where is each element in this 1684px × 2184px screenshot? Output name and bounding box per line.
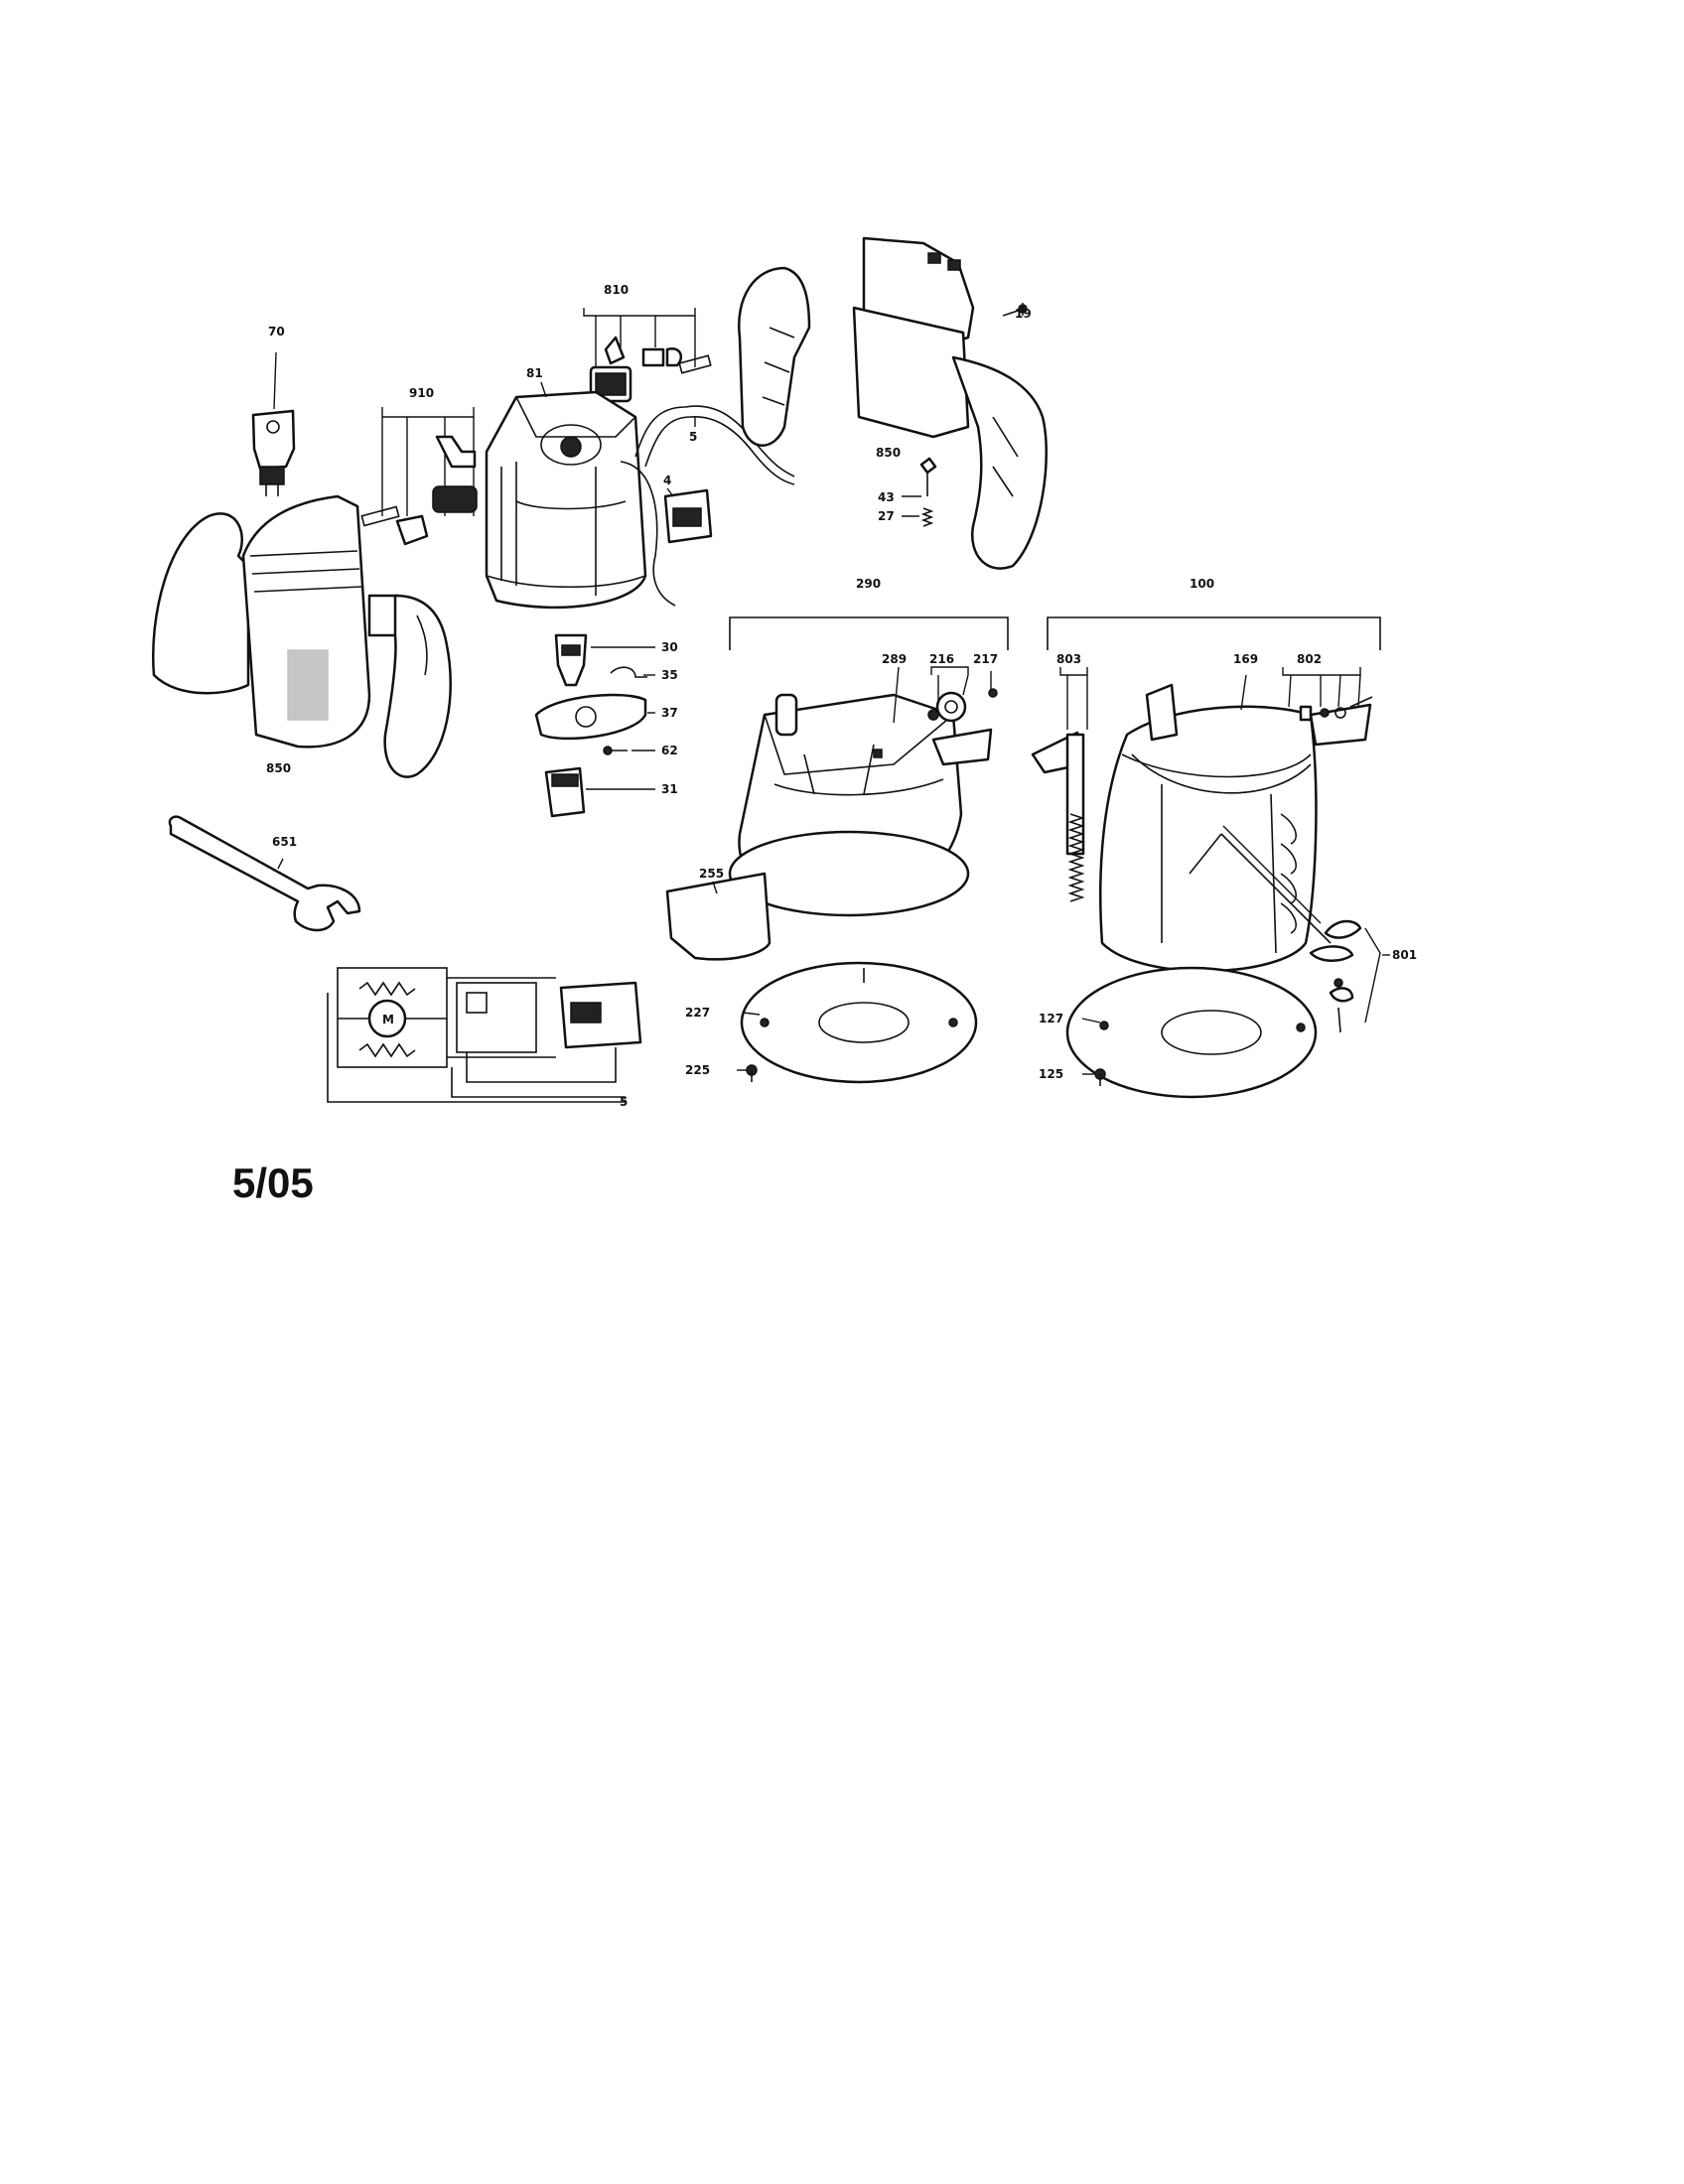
label-wire-5: 5 <box>620 1095 628 1109</box>
switch-part-4 <box>663 487 713 544</box>
label-217: 217 <box>973 652 998 666</box>
knob-part-216 <box>927 666 969 723</box>
brush-assembly-part-910 <box>360 407 478 546</box>
screw-part-225 <box>737 1064 758 1082</box>
label-19: 19 <box>1015 307 1032 321</box>
label-216: 216 <box>929 652 954 666</box>
screw-part-125 <box>1082 1068 1106 1086</box>
revision-date: 5/05 <box>232 1160 314 1206</box>
screw-part-217 <box>988 671 998 698</box>
label-30: 30 <box>661 640 678 654</box>
label-227: 227 <box>685 1006 710 1020</box>
motor-housing-left-part-850 <box>152 494 452 778</box>
label-5: 5 <box>689 430 697 444</box>
label-62: 62 <box>661 744 678 757</box>
latch-part-169 <box>1240 674 1247 711</box>
depth-adjuster-part-803 <box>1031 667 1088 902</box>
label-70: 70 <box>268 325 285 339</box>
label-803: 803 <box>1056 652 1081 666</box>
sub-base-part-127 <box>1065 966 1318 1099</box>
motor-field-part-81 <box>485 381 676 610</box>
wiring-schematic <box>327 967 642 1103</box>
label-802: 802 <box>1297 652 1322 666</box>
brush-assembly-part-810 <box>583 308 712 403</box>
label-31: 31 <box>661 782 678 796</box>
label-289: 289 <box>882 652 907 666</box>
lever-assembly-part-801 <box>1222 825 1390 1033</box>
chip-shield-part-255 <box>665 872 772 961</box>
label-255: 255 <box>699 867 724 881</box>
label-910: 910 <box>409 386 434 400</box>
label-651: 651 <box>272 835 297 849</box>
label-100: 100 <box>1190 577 1214 591</box>
depth-rod-part-289 <box>893 666 900 724</box>
lever-part-43 <box>902 457 937 497</box>
plunge-base-part-290 <box>728 616 1009 917</box>
label-169: 169 <box>1233 652 1258 666</box>
label-850-top: 850 <box>876 446 901 460</box>
sub-base-part-227 <box>740 961 978 1084</box>
spring-part-27 <box>902 507 934 527</box>
label-810: 810 <box>604 283 629 297</box>
wrench-part-651 <box>168 815 361 932</box>
fixed-base-part-100 <box>1047 616 1381 973</box>
label-27: 27 <box>878 509 895 523</box>
clamp-part-802 <box>1282 667 1373 722</box>
label-35: 35 <box>661 668 678 682</box>
label-125: 125 <box>1039 1067 1063 1081</box>
collet-parts <box>534 633 655 818</box>
label-4: 4 <box>663 474 671 487</box>
cord-plug-part-70 <box>251 351 296 496</box>
label-motor-m: M <box>382 1013 394 1026</box>
label-81: 81 <box>526 366 543 380</box>
label-850-left: 850 <box>266 761 291 775</box>
label-43: 43 <box>878 490 895 504</box>
label-127: 127 <box>1039 1012 1063 1025</box>
label-37: 37 <box>661 706 678 720</box>
label-801: 801 <box>1392 948 1417 962</box>
label-290: 290 <box>856 577 881 591</box>
power-cord-part-5 <box>634 405 795 485</box>
screw-part-19 <box>1002 303 1028 317</box>
label-225: 225 <box>685 1063 710 1077</box>
handle-housing-part-850 <box>737 236 1048 570</box>
